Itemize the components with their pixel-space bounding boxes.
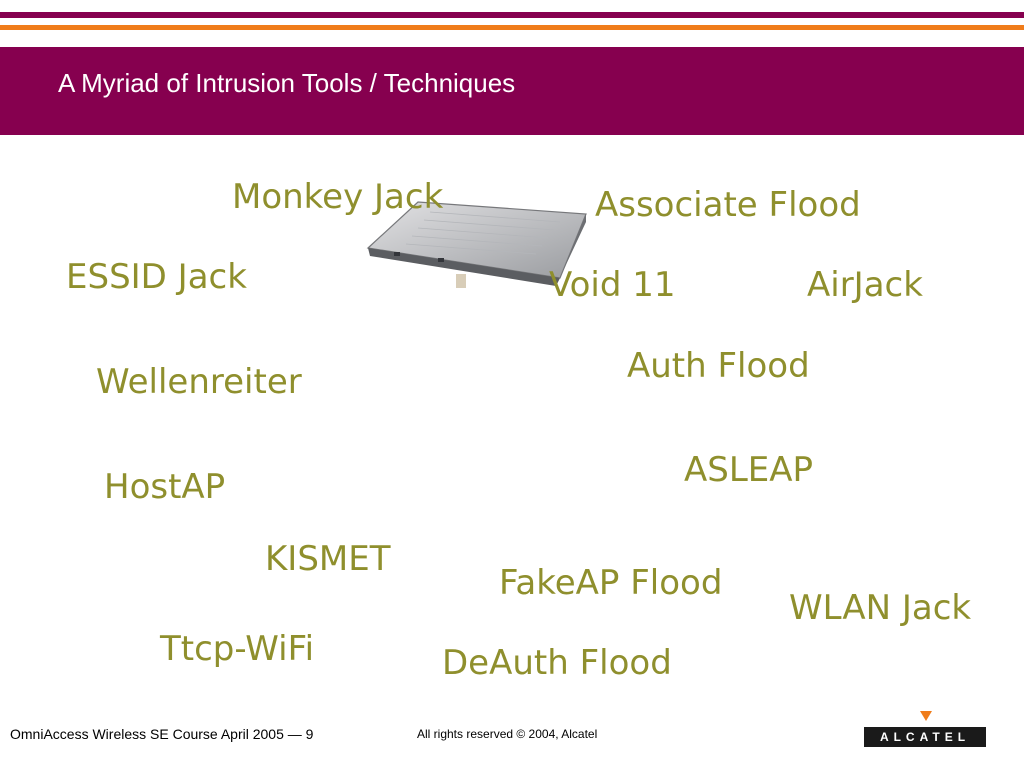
tool-label: WLAN Jack <box>789 588 972 628</box>
logo-triangle-icon <box>920 711 932 721</box>
tool-label: Wellenreiter <box>96 362 302 402</box>
tool-label: Monkey Jack <box>232 177 444 217</box>
tool-label: Associate Flood <box>595 185 861 225</box>
logo-bar <box>864 727 986 747</box>
alcatel-logo: ALCATEL <box>864 711 986 747</box>
footer-course-text: OmniAccess Wireless SE Course April 2005… <box>10 726 314 742</box>
tool-label: AirJack <box>807 265 923 305</box>
tool-label: ASLEAP <box>684 450 814 490</box>
accent-stripe <box>0 25 1024 30</box>
logo-wordmark: ALCATEL <box>879 730 971 744</box>
access-point-image <box>366 201 587 288</box>
tool-label: FakeAP Flood <box>499 563 723 603</box>
title-band <box>0 47 1024 135</box>
tool-label: KISMET <box>265 539 391 579</box>
footer-copyright: All rights reserved © 2004, Alcatel <box>417 727 598 741</box>
slide-title: A Myriad of Intrusion Tools / Techniques <box>58 68 516 98</box>
tool-label: Void 11 <box>549 265 676 305</box>
tool-label: Auth Flood <box>627 346 810 386</box>
tool-label: HostAP <box>104 467 226 507</box>
tool-label: ESSID Jack <box>66 257 247 297</box>
tool-label: Ttcp-WiFi <box>160 629 315 669</box>
tool-label: DeAuth Flood <box>442 643 672 683</box>
top-stripe <box>0 12 1024 18</box>
